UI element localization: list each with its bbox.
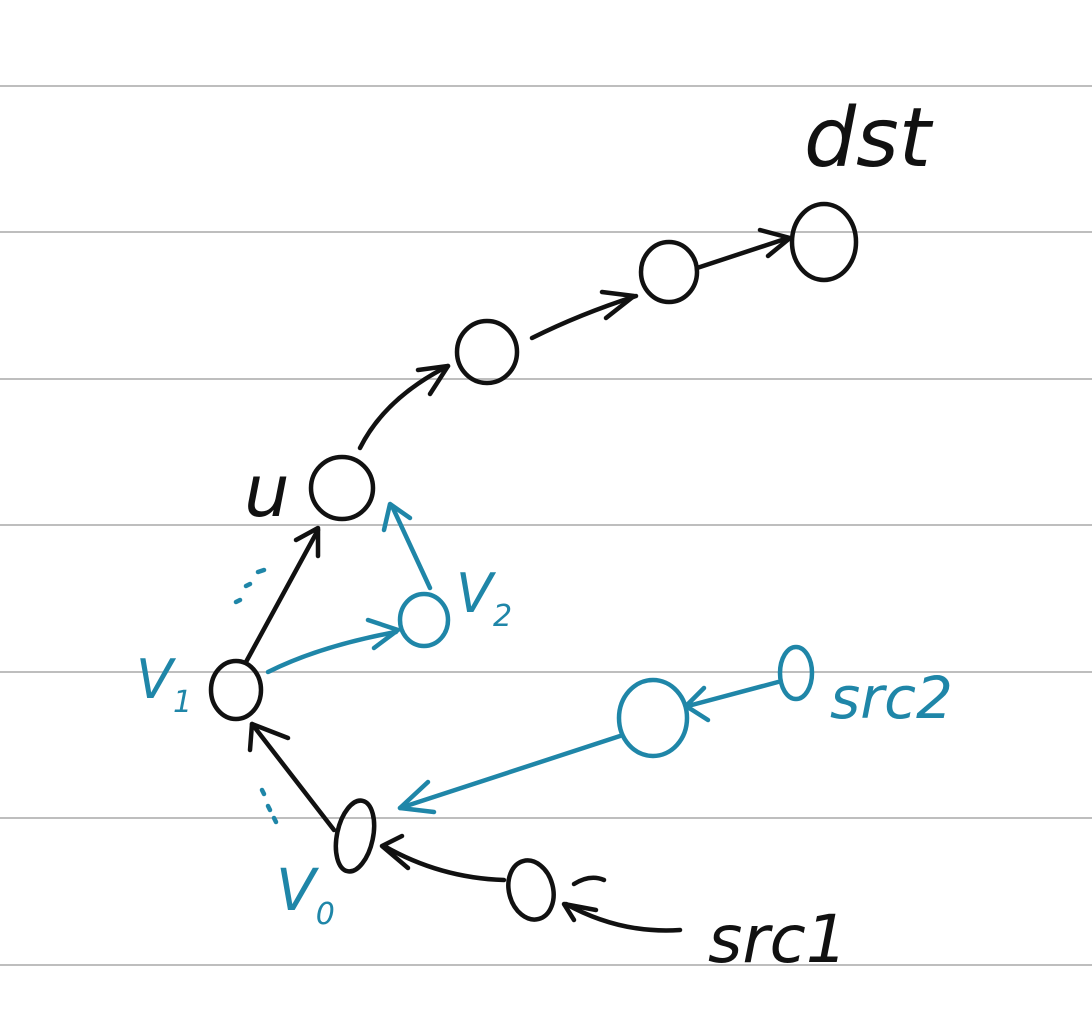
node-u [308,454,376,522]
node-v0 [333,798,377,874]
arrowhead-icon [757,227,793,259]
label-u: u [244,449,290,533]
node-path-c [638,239,700,305]
nodes [208,201,859,922]
dots-mark [233,567,267,605]
label-src2: src2 [830,664,953,732]
node-src1 [506,858,556,922]
labels: dst u V1 V2 V0 src1 src2 [136,91,953,978]
dots-mark [259,787,279,825]
edge-v0-v1 [249,721,337,833]
node-mid-src2 [616,677,690,759]
edge-midsrc2-v0 [397,733,623,811]
edge-pathc-dst [694,235,791,271]
edge-v1-u [243,527,321,665]
node-path-b [454,318,520,386]
edge-u-pathb [357,363,451,451]
node-v1 [208,658,264,722]
arrowhead-icon [365,617,401,651]
arrowhead-icon [561,901,599,923]
edge-v1-v2 [265,629,399,675]
label-v0: V0 [276,856,335,932]
edge-src1-v0 [381,843,507,883]
edge-src1label-src1 [563,901,683,933]
node-v2 [397,591,451,649]
arrowhead-icon [683,685,711,723]
edge-src2-midsrc2 [685,679,781,709]
arrowhead-icon [415,363,451,397]
arrowhead-icon [599,289,637,321]
arrowhead-icon [379,833,411,871]
edge-pathb-pathc [529,293,639,341]
ruled-lines [0,85,1092,966]
arrowhead-icon [381,501,413,533]
arrowhead-icon [293,525,321,559]
edges-blue [233,501,781,825]
label-v2: V2 [456,562,512,634]
tilde-mark [571,875,607,887]
label-dst: dst [804,91,934,186]
label-v1: V1 [136,648,192,720]
node-dst [789,201,859,283]
arrowhead-icon [247,721,291,753]
label-src1: src1 [708,901,848,978]
edge-v2-u [389,503,433,591]
arrowhead-icon [397,779,437,815]
edges-black [243,227,793,933]
node-src2 [777,644,815,702]
